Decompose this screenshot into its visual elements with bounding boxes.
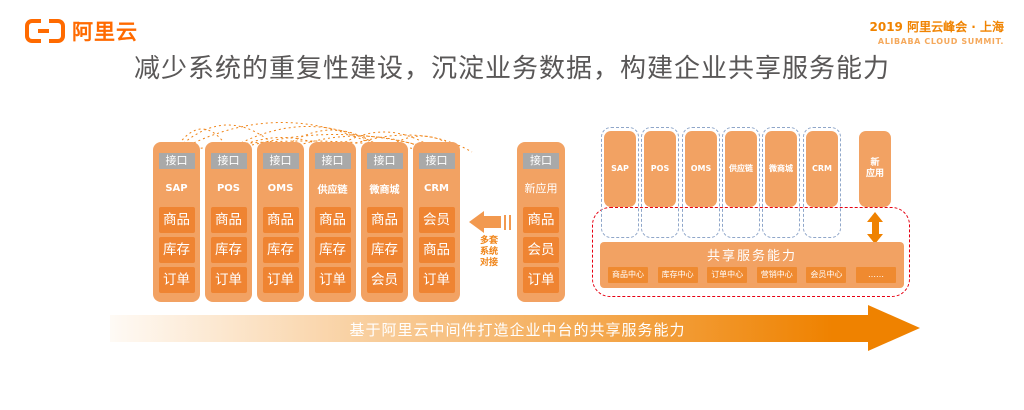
bottom-banner-arrow — [110, 315, 870, 342]
interface-badge: 接口 — [366, 153, 403, 169]
up-down-arrow-icon — [867, 212, 883, 244]
interface-badge: 接口 — [418, 153, 455, 169]
slide-title: 减少系统的重复性建设，沉淀业务数据，构建企业共享服务能力 — [133, 54, 890, 84]
capability-box: 会员 — [418, 207, 455, 233]
system-name: OMS — [267, 182, 294, 194]
right-new-app-box: 新 应用 — [859, 131, 891, 207]
left-arrow-icon — [469, 211, 511, 233]
system-column-micro-mall: 接口 微商城 商品 库存 会员 — [361, 142, 408, 302]
system-column-new-app: 接口 新应用 商品 会员 订单 — [517, 142, 565, 302]
service-centers-row: 商品中心 库存中心 订单中心 营销中心 会员中心 …… — [600, 264, 904, 283]
capability-box: 订单 — [210, 267, 247, 293]
capability-box: 商品 — [158, 207, 195, 233]
capability-box: 库存 — [314, 237, 351, 263]
capability-box: 订单 — [314, 267, 351, 293]
service-center: 营销中心 — [756, 267, 797, 283]
bottom-banner-arrowhead — [868, 305, 920, 351]
service-center: 商品中心 — [608, 267, 648, 283]
system-name: 微商城 — [369, 184, 400, 196]
capability-box: 订单 — [158, 267, 195, 293]
system-column-crm: 接口 CRM 会员 商品 订单 — [413, 142, 460, 302]
right-system-label: OMS — [685, 131, 717, 207]
right-system-label: CRM — [806, 131, 838, 207]
right-system-label: 供应链 — [725, 131, 757, 207]
alibaba-cloud-logo: 阿里云 — [25, 16, 138, 46]
right-system-column-micro-mall: 微商城 — [762, 127, 800, 238]
shared-services-box: 共享服务能力 商品中心 库存中心 订单中心 营销中心 会员中心 …… — [600, 242, 904, 288]
bottom-banner-text: 基于阿里云中间件打造企业中台的共享服务能力 — [349, 321, 686, 339]
logo-text: 阿里云 — [72, 20, 138, 44]
capability-box: 订单 — [418, 267, 455, 293]
event-subtitle: ALIBABA CLOUD SUMMIT. — [877, 37, 1004, 46]
system-column-oms: 接口 OMS 商品 库存 订单 — [257, 142, 304, 302]
service-center: 会员中心 — [806, 267, 847, 283]
capability-box: 库存 — [158, 237, 195, 263]
right-system-label: POS — [644, 131, 676, 207]
interface-badge: 接口 — [314, 153, 351, 169]
system-name: 供应链 — [317, 184, 348, 196]
capability-box: 会员 — [366, 267, 403, 293]
interface-badge: 接口 — [262, 153, 299, 169]
interface-badge: 接口 — [158, 153, 195, 169]
system-column-sap: 接口 SAP 商品 库存 订单 — [153, 142, 200, 302]
system-column-pos: 接口 POS 商品 库存 订单 — [205, 142, 252, 302]
system-name: CRM — [424, 182, 449, 194]
capability-box: 商品 — [262, 207, 299, 233]
right-system-column-crm: CRM — [803, 127, 841, 238]
capability-box: 商品 — [418, 237, 455, 263]
event-title: 2019 阿里云峰会 · 上海 — [869, 20, 1005, 34]
capability-box: 订单 — [523, 267, 559, 293]
capability-box: 商品 — [210, 207, 247, 233]
capability-box: 库存 — [366, 237, 403, 263]
capability-box: 库存 — [262, 237, 299, 263]
system-name: POS — [216, 182, 241, 194]
right-system-column-oms: OMS — [682, 127, 720, 238]
service-center: …… — [855, 267, 896, 283]
right-system-label: 微商城 — [765, 131, 797, 207]
service-center: 库存中心 — [657, 267, 698, 283]
interface-badge: 接口 — [210, 153, 247, 169]
right-system-column-sap: SAP — [601, 127, 639, 238]
capability-box: 会员 — [523, 237, 559, 263]
capability-box: 订单 — [262, 267, 299, 293]
system-name: 新应用 — [524, 182, 558, 195]
capability-box: 商品 — [314, 207, 351, 233]
capability-box: 商品 — [523, 207, 559, 233]
capability-box: 库存 — [210, 237, 247, 263]
docking-note: 多套 系统 对接 — [479, 236, 498, 268]
service-center: 订单中心 — [707, 267, 748, 283]
system-column-supply-chain: 接口 供应链 商品 库存 订单 — [309, 142, 356, 302]
event-info: 2019 阿里云峰会 · 上海 ALIBABA CLOUD SUMMIT. — [870, 18, 1005, 46]
right-system-label: SAP — [604, 131, 636, 207]
shared-services-title: 共享服务能力 — [706, 249, 797, 264]
capability-box: 商品 — [366, 207, 403, 233]
alibaba-cloud-bracket-icon — [25, 19, 65, 43]
right-system-column-supply-chain: 供应链 — [722, 127, 760, 238]
platform-boundary-dashed — [592, 207, 910, 297]
interface-badge: 接口 — [523, 153, 559, 169]
right-system-column-pos: POS — [641, 127, 679, 238]
system-name: SAP — [165, 182, 188, 194]
